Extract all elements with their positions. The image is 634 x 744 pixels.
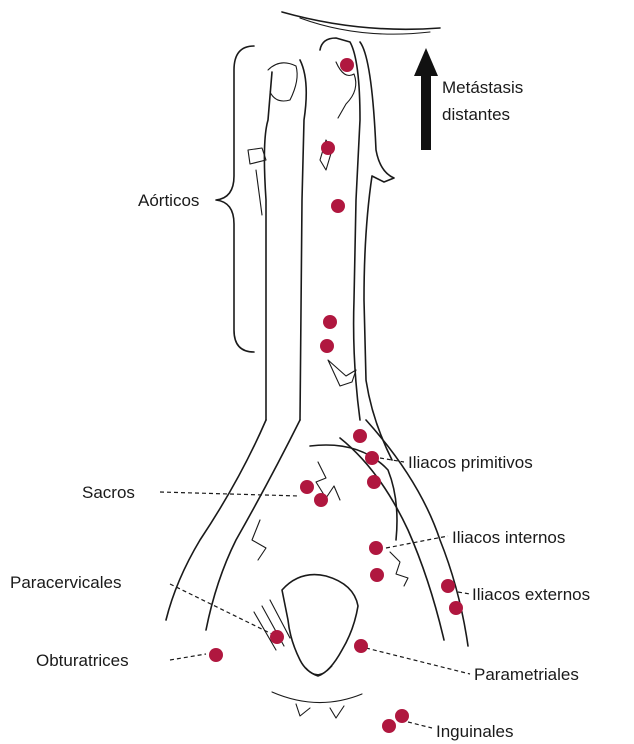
node-aortic-5 <box>320 339 334 353</box>
vena-cava-left-wall <box>264 72 272 420</box>
renal-vein-left <box>248 148 266 164</box>
node-obturator <box>209 648 223 662</box>
node-aortic-4 <box>323 315 337 329</box>
internal-iliac-branch <box>390 552 408 586</box>
label-metastasis-line2: distantes <box>442 105 510 124</box>
label-iliacos-internos: Iliacos internos <box>452 528 565 547</box>
renal-branch-left <box>256 170 262 215</box>
node-aortic-3 <box>331 199 345 213</box>
label-obturatrices: Obturatrices <box>36 651 129 670</box>
node-inguinal-2 <box>395 709 409 723</box>
node-aortic-2 <box>321 141 335 155</box>
leader-obturatrices <box>170 654 206 660</box>
inguinal-detail <box>296 704 344 718</box>
node-internal-iliac-2 <box>370 568 384 582</box>
label-metastasis-line1: Metástasis <box>442 78 523 97</box>
common-iliac-left-inner <box>206 420 300 630</box>
node-paracervical <box>270 630 284 644</box>
label-iliacos-externos: Iliacos externos <box>472 585 590 604</box>
leader-parametriales <box>366 648 470 674</box>
label-sacros: Sacros <box>82 483 135 502</box>
cervix-detail <box>306 666 332 675</box>
node-parametrial <box>354 639 368 653</box>
node-internal-iliac-1 <box>369 541 383 555</box>
aorta-left-wall <box>320 38 360 420</box>
label-aorticos: Aórticos <box>138 191 199 210</box>
lymph-nodes <box>209 58 463 733</box>
label-paracervicales: Paracervicales <box>10 573 122 592</box>
node-external-iliac-1 <box>441 579 455 593</box>
label-parametriales: Parametriales <box>474 665 579 684</box>
aorta-right-wall <box>360 42 394 460</box>
renal-vein-stub <box>268 63 297 101</box>
up-arrow-icon <box>414 48 438 150</box>
node-common-iliac-2 <box>365 451 379 465</box>
mesenteric-branch <box>328 360 356 386</box>
diaphragm-line <box>282 12 440 29</box>
node-common-iliac-3 <box>367 475 381 489</box>
leader-inguinales <box>408 722 432 728</box>
label-inguinales: Inguinales <box>436 722 514 741</box>
uterus-outline <box>282 575 358 676</box>
node-sacral-1 <box>300 480 314 494</box>
vena-cava-right-wall <box>300 60 306 420</box>
node-aortic-1 <box>340 58 354 72</box>
node-external-iliac-2 <box>449 601 463 615</box>
label-iliacos-primitivos: Iliacos primitivos <box>408 453 533 472</box>
node-common-iliac-1 <box>353 429 367 443</box>
leader-paracervicales <box>170 584 276 636</box>
curly-brace-icon <box>216 46 254 352</box>
node-inguinal-1 <box>382 719 396 733</box>
paracervical-strands <box>254 600 290 650</box>
leader-iliacos-externos <box>458 592 470 594</box>
inguinal-arch <box>272 692 362 703</box>
node-sacral-2 <box>314 493 328 507</box>
left-pelvic-branch <box>252 520 266 560</box>
